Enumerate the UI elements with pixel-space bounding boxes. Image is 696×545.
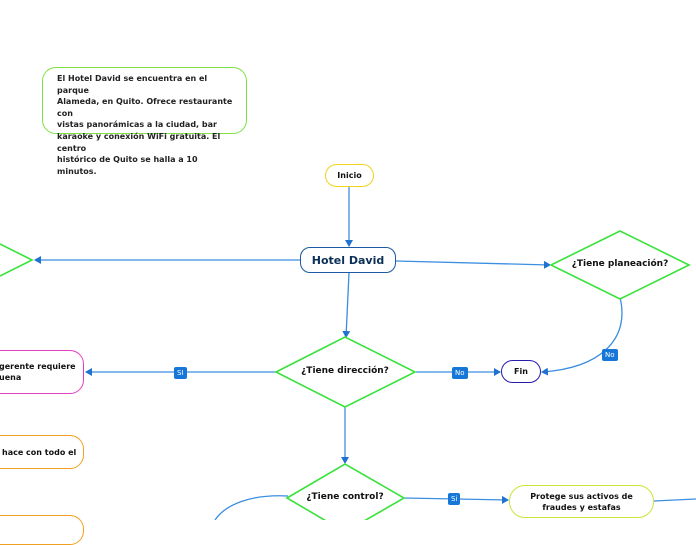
diagram-canvas [0, 187, 696, 520]
edge-tag-no: No [602, 349, 618, 361]
decision-control[interactable] [285, 463, 406, 520]
edge-tag-si: Si [448, 493, 461, 505]
note-line: histórico de Quito se halla a 10 minutos… [57, 155, 198, 176]
proteg-line: fraudes y estafas [542, 502, 621, 512]
node-orange-partial[interactable]: hace con todo el [0, 435, 84, 469]
decision-direccion-label: ¿Tiene dirección? [301, 366, 389, 376]
node-protege-activos[interactable]: Protege sus activos de fraudes y estafas [509, 485, 654, 518]
note-line: karaoke y conexión WiFi gratuita. El cen… [57, 131, 221, 153]
decision-direccion[interactable] [274, 336, 417, 408]
node-fin[interactable]: Fin [501, 360, 541, 383]
note-line: El Hotel David se encuentra en el parque [57, 74, 208, 95]
decision-planeacion[interactable] [549, 230, 691, 300]
node-hotel-david[interactable]: Hotel David [300, 247, 396, 273]
edge-tag-si: SI [174, 367, 187, 379]
pink-line: uena [0, 373, 22, 382]
edge-proteg-right [653, 498, 696, 502]
node-inicio[interactable]: Inicio [325, 164, 374, 187]
decision-planeacion-label: ¿Tiene planeación? [571, 259, 669, 269]
edge-control-down-left [214, 495, 289, 520]
pink-line: gerente requiere [0, 362, 76, 371]
note-line: vistas panorámicas a la ciudad, bar [57, 120, 217, 130]
node-fin-label: Fin [514, 367, 528, 376]
node-gerente-partial[interactable]: gerente requiere uena [0, 350, 84, 394]
edge-tag-no: No [452, 367, 468, 379]
orange-label: hace con todo el [2, 447, 77, 457]
decision-left-partial[interactable] [0, 243, 34, 277]
node-inicio-label: Inicio [337, 171, 362, 180]
edge-hotel-planeacion [395, 260, 551, 269]
proteg-line: Protege sus activos de [530, 491, 633, 501]
hotel-description-note[interactable]: El Hotel David se encuentra en el parque… [42, 67, 247, 176]
node-hotel-label: Hotel David [311, 253, 385, 267]
edge-hotel-direccion [342, 272, 351, 338]
decision-control-label: ¿Tiene control? [306, 492, 384, 502]
note-line: Alameda, en Quito. Ofrece restaurante co… [57, 97, 233, 118]
